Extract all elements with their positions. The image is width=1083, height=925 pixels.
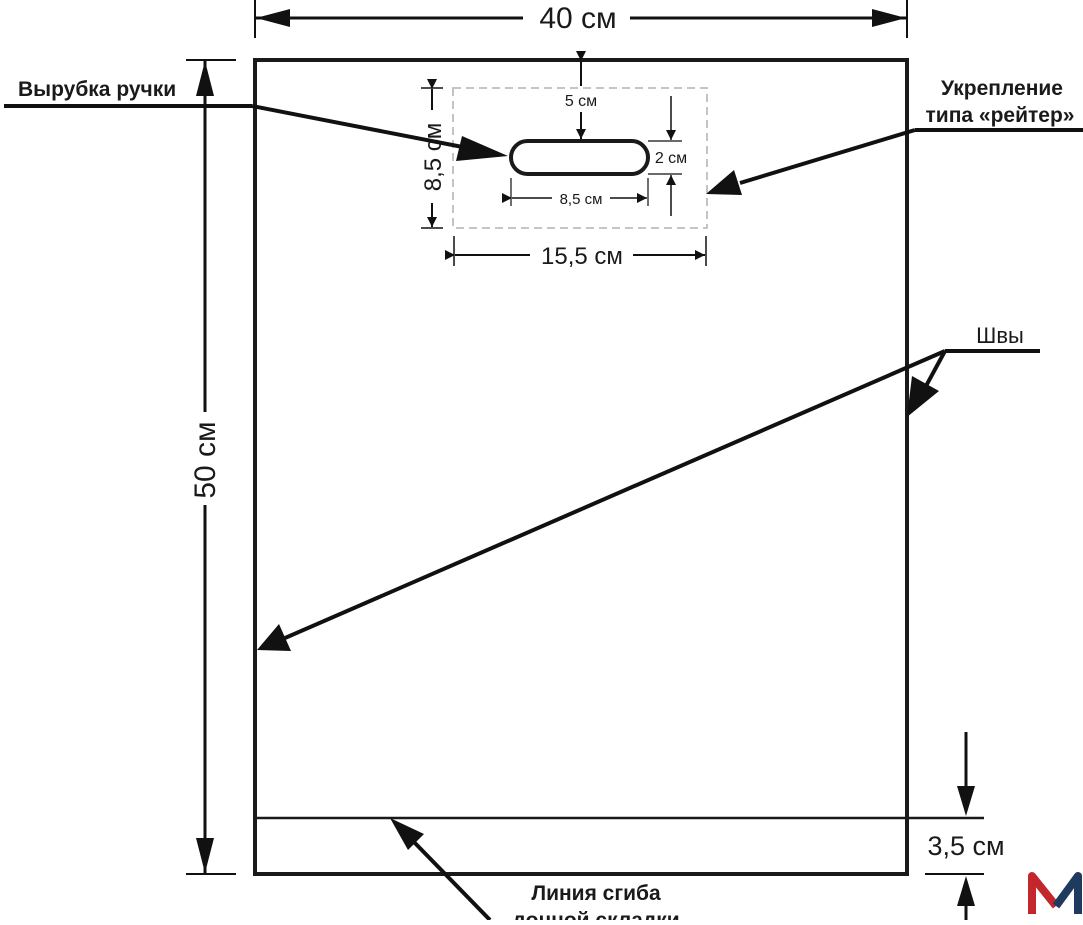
handle-width-dimension: 8,5 см [502,178,649,208]
reinforcement-height-label: 8,5 см [420,123,447,192]
fold-line-label-line1: Линия сгиба [531,882,661,905]
reinforcement-height-dimension: 8,5 см [420,79,447,229]
width-dimension: 40 см [254,0,908,38]
height-label: 50 см [189,421,222,498]
handle-offset-label: 5 см [565,93,597,110]
fold-line-label-line2: донной складки [512,909,679,920]
logo-red-stroke [1028,872,1060,914]
fold-line-callout: Линия сгиба донной складки [390,818,680,925]
width-label: 40 см [539,2,616,35]
height-dimension: 50 см [186,59,236,875]
seams-callout: Швы [257,323,1040,651]
reinforcement-width-label: 15,5 см [541,243,623,270]
reinforcement-width-dimension: 15,5 см [445,236,707,270]
fold-depth-dimension: 3,5 см [925,732,1005,920]
seams-label: Швы [976,323,1024,348]
reinforcement-label-line2: типа «рейтер» [926,104,1075,127]
handle-width-label: 8,5 см [560,191,603,208]
logo-blue-stroke [1052,872,1082,914]
handle-height-dimension: 2 см [648,96,687,216]
fold-depth-label: 3,5 см [927,831,1004,861]
handle-cutout-label: Вырубка ручки [18,78,176,101]
reinforcement-area [452,87,708,229]
handle-offset-dimension: 5 см [565,51,597,139]
handle-cutout-callout: Вырубка ручки [4,78,508,161]
bag-outline [253,58,909,876]
brand-logo [1028,872,1082,914]
reinforcement-callout: Укрепление типа «рейтер» [706,77,1083,195]
handle-height-label: 2 см [655,150,687,167]
handle-slot [509,139,650,176]
reinforcement-label-line1: Укрепление [941,77,1063,100]
